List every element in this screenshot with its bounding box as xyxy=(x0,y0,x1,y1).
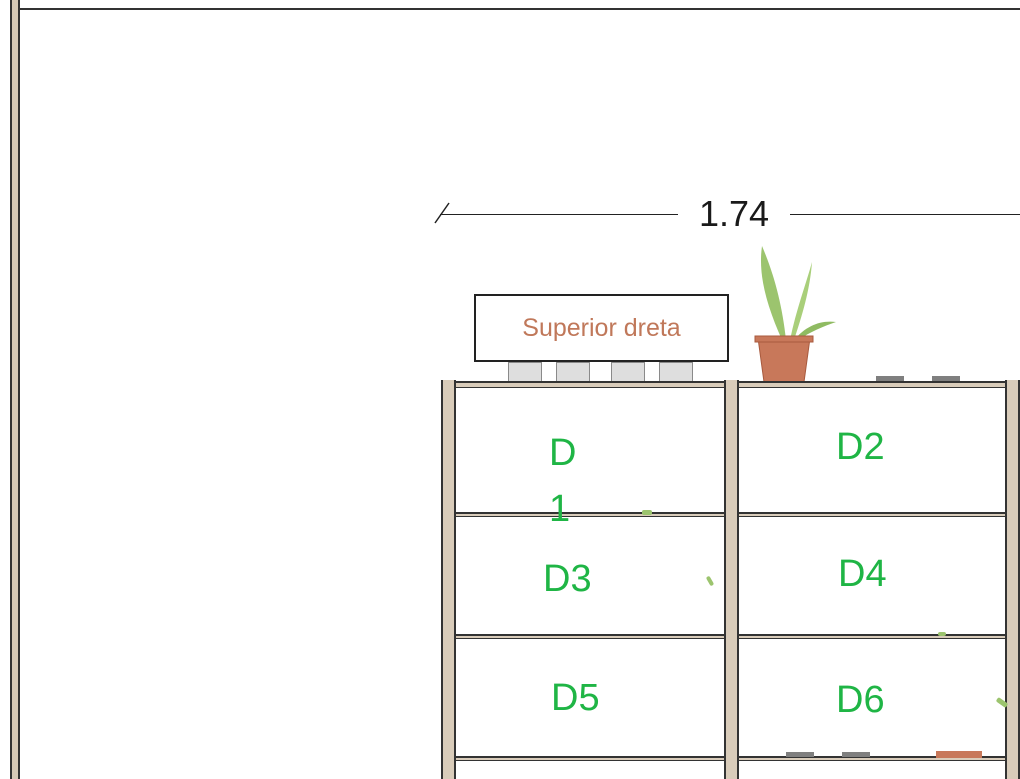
leaf-fragment xyxy=(705,575,715,587)
cell-label-d4: D4 xyxy=(838,553,887,595)
shelf-item xyxy=(556,362,590,382)
leaf-fragment xyxy=(642,510,652,515)
cell-label-d2: D2 xyxy=(836,426,885,468)
dimension-tick-icon xyxy=(434,202,450,224)
shelf-item xyxy=(659,362,693,382)
shelf-item xyxy=(508,362,542,382)
shelf-item xyxy=(611,362,645,382)
shelf-item xyxy=(932,376,960,381)
cell-label-d6: D6 xyxy=(836,679,885,721)
dimension-value: 1.74 xyxy=(678,192,790,236)
shelf-upright-middle xyxy=(724,380,739,779)
shelf-item xyxy=(936,751,982,758)
cell-label-d1: D1 xyxy=(549,432,577,530)
cell-label-d3: D3 xyxy=(543,558,592,600)
section-label-box: Superior dreta xyxy=(474,294,729,362)
shelf-upright-left xyxy=(441,380,456,779)
shelf-item xyxy=(842,752,870,757)
shelf-item xyxy=(786,752,814,757)
shelf-item xyxy=(876,376,904,381)
shelf-upright-right xyxy=(1005,380,1020,779)
leaf-fragment xyxy=(938,632,946,636)
left-wall xyxy=(10,0,20,779)
top-wall xyxy=(10,0,1020,10)
cell-label-d5: D5 xyxy=(551,677,600,719)
potted-plant-icon xyxy=(754,246,836,383)
